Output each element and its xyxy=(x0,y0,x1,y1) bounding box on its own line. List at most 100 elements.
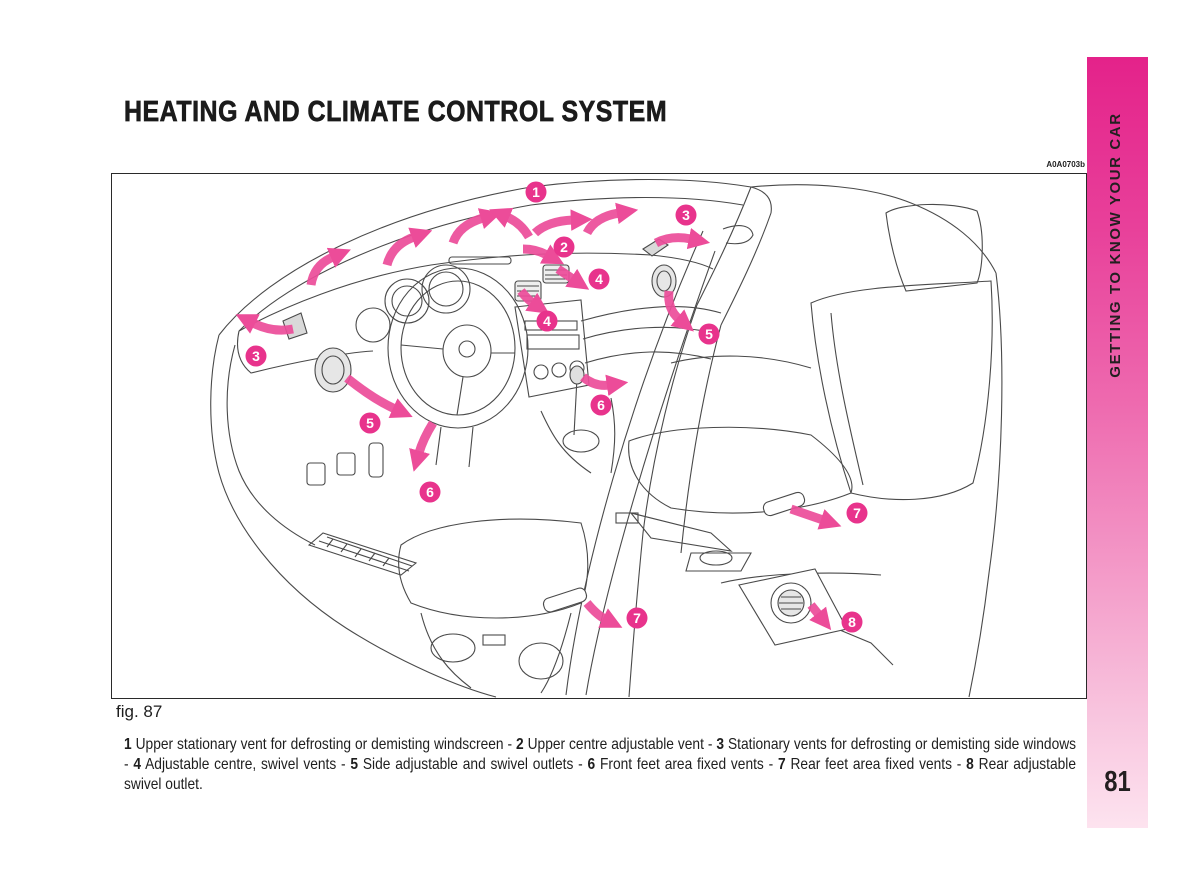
vent-legend-paragraph: 1 Upper stationary vent for defrosting o… xyxy=(124,735,1076,795)
glove-box-lines xyxy=(580,306,722,364)
legend-text: Rear adjustable swivel outlet. xyxy=(124,756,1076,793)
driver-seat-knob-right xyxy=(518,642,564,680)
callout-badge xyxy=(588,268,610,290)
right-a-pillar xyxy=(696,186,772,326)
callout-number: 5 xyxy=(366,415,374,431)
seat-belt-buckle xyxy=(482,634,506,646)
right-seat-back-edge xyxy=(968,272,1003,698)
upper-centre-vent-arrow xyxy=(522,244,565,265)
left-body-outer-line xyxy=(210,334,497,698)
rear-feet-vent-left xyxy=(542,587,588,613)
legend-text: Front feet area fixed vents - xyxy=(600,756,779,773)
legend-text: Stationary vents for defrosting or demis… xyxy=(124,736,1076,773)
climate-knob-centre xyxy=(551,362,567,378)
callout-number: 8 xyxy=(848,614,856,630)
defroster-slot xyxy=(448,256,512,265)
legend-text: Upper stationary vent for defrosting or … xyxy=(135,736,517,753)
grab-handle xyxy=(722,225,754,245)
callout-badge xyxy=(846,502,868,524)
steering-and-cluster xyxy=(355,264,529,468)
rear-vents xyxy=(542,491,848,646)
steering-wheel-rim-inner xyxy=(400,280,516,416)
figure-frame: 1 2 3 4 4 xyxy=(111,173,1087,699)
callout-3-left: 3 xyxy=(245,345,267,367)
front-feet-arrow-right xyxy=(580,373,629,396)
left-round-vent xyxy=(314,347,352,393)
handbrake-button xyxy=(615,512,639,524)
side-outlet-arrow-left xyxy=(344,374,413,418)
gear-lever xyxy=(573,377,578,436)
rear-feet-arrow-right xyxy=(789,504,842,530)
driver-seat xyxy=(398,518,589,694)
legend-text: Upper centre adjustable vent - xyxy=(527,736,717,753)
steering-wheel-rim xyxy=(387,267,529,429)
clutch-pedal xyxy=(306,462,326,486)
legend-text: Side adjustable and swivel outlets - xyxy=(362,756,588,773)
rear-swivel-arrow xyxy=(807,602,832,631)
callout-3-right: 3 xyxy=(675,204,697,226)
figure-label: fig. 87 xyxy=(116,702,163,721)
airflow-arrows xyxy=(235,202,842,631)
callout-number: 1 xyxy=(532,184,540,200)
callout-number: 7 xyxy=(853,505,861,521)
steering-wheel-hub xyxy=(442,324,492,378)
right-round-vent-inner xyxy=(656,270,672,292)
callout-badge xyxy=(626,607,648,629)
callout-badge xyxy=(841,611,863,633)
dashboard-lower-left xyxy=(236,330,374,374)
callout-badge xyxy=(698,323,720,345)
legend-number: 1 xyxy=(124,736,132,753)
legend-number: 6 xyxy=(587,756,596,773)
defrost-arrow-d-right xyxy=(531,209,593,237)
brake-pedal xyxy=(336,452,356,476)
rear-swivel-outlet-slats xyxy=(779,596,803,610)
legend-text: Rear feet area fixed vents - xyxy=(790,756,967,773)
callout-number: 7 xyxy=(633,610,641,626)
cupholder xyxy=(699,550,733,566)
defrost-arrow-e xyxy=(582,202,639,236)
legend-number: 7 xyxy=(778,756,786,773)
accelerator-pedal xyxy=(368,442,384,478)
page-title: HEATING AND CLIMATE CONTROL SYSTEM xyxy=(124,96,668,128)
callout-number: 6 xyxy=(597,397,605,413)
transmission-tunnel xyxy=(540,397,616,474)
climate-knob-left xyxy=(533,364,549,380)
left-round-vent-inner xyxy=(321,355,345,385)
callout-5-left: 5 xyxy=(359,412,381,434)
right-round-vent xyxy=(651,264,677,298)
roof-rear-line xyxy=(750,184,997,274)
driver-seat-base xyxy=(420,612,572,694)
side-window-arrow-right xyxy=(653,227,711,250)
callout-1: 1 xyxy=(525,181,547,203)
callout-7-right: 7 xyxy=(846,502,868,524)
defrost-arrow-b xyxy=(382,227,433,267)
floor-area xyxy=(306,365,752,576)
legend-number: 4 xyxy=(133,756,142,773)
floor-mat-ribs xyxy=(326,538,390,567)
rev-counter-inner xyxy=(428,271,464,307)
legend-number: 8 xyxy=(966,756,974,773)
windscreen-frame-outer xyxy=(218,178,772,336)
figure-code: A0A0703b xyxy=(1046,160,1085,169)
callout-badge xyxy=(553,236,575,258)
callout-2: 2 xyxy=(553,236,575,258)
legend-text: Adjustable centre, swivel vents - xyxy=(145,756,351,773)
section-tab-label: GETTING TO KNOW YOUR CAR xyxy=(1107,112,1124,378)
callouts: 1 2 3 4 4 xyxy=(245,181,868,633)
legend-number: 2 xyxy=(516,736,524,753)
callout-badge xyxy=(359,412,381,434)
rear-feet-vent-right xyxy=(762,491,806,517)
callout-badge xyxy=(536,310,558,332)
callout-number: 3 xyxy=(252,348,260,364)
callout-6-left: 6 xyxy=(419,481,441,503)
defrost-arrow-a xyxy=(306,247,351,286)
dashboard-top-line xyxy=(238,252,714,332)
passenger-seat xyxy=(628,203,993,514)
passenger-seat-back xyxy=(810,280,993,501)
floor-mat xyxy=(307,532,418,576)
climate-panel xyxy=(526,334,580,350)
passenger-headrest xyxy=(885,203,983,292)
callout-number: 5 xyxy=(705,326,713,342)
defrost-arrow-d-left xyxy=(489,207,533,240)
passenger-seat-bolster xyxy=(670,355,812,369)
